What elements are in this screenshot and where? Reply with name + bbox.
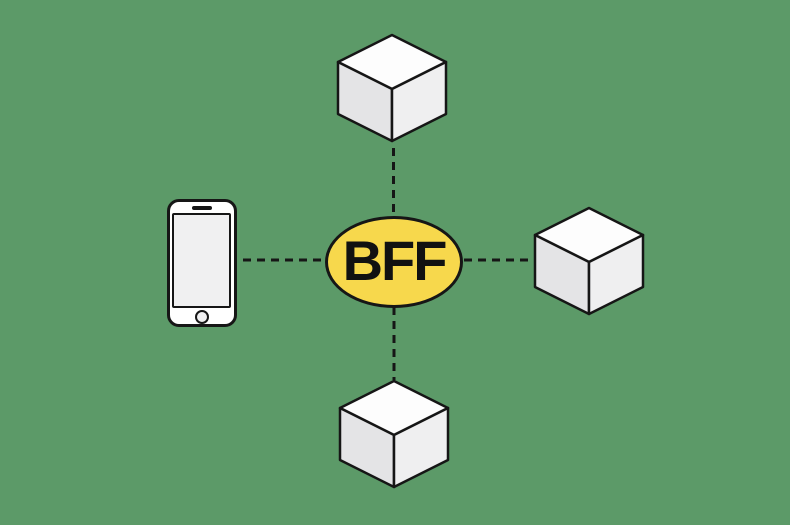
- microservice-cube-right-icon: [533, 206, 645, 316]
- bff-node: BFF: [325, 216, 463, 308]
- smartphone-icon: [167, 199, 237, 327]
- phone-home-button: [195, 310, 209, 324]
- microservice-cube-bottom-icon: [338, 379, 450, 489]
- microservice-cube-top-icon: [336, 33, 448, 143]
- bff-label: BFF: [342, 229, 448, 292]
- phone-screen: [172, 213, 231, 308]
- phone-speaker-slot: [192, 206, 212, 210]
